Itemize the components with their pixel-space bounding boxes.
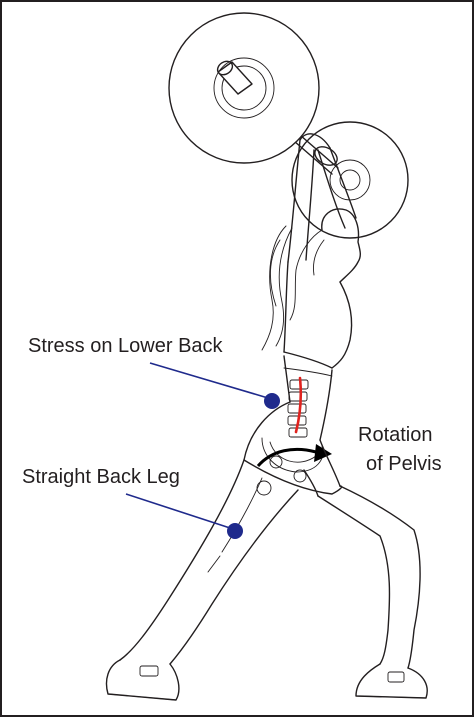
of-pelvis-label: of Pelvis: [366, 453, 442, 475]
back-shoe: [105, 659, 180, 701]
stress-pointer: [149, 362, 280, 409]
back-leg: [119, 459, 299, 665]
rotation-arrow: [256, 444, 332, 468]
arms: [287, 133, 357, 263]
straight-back-leg-label: Straight Back Leg: [22, 466, 180, 488]
front-leg: [317, 485, 421, 669]
spine-and-pelvis: [261, 379, 324, 483]
spine-highlight: [294, 376, 303, 434]
leg-marker: [227, 523, 243, 539]
front-barbell-plate: [168, 12, 320, 164]
head: [289, 208, 361, 321]
torso: [283, 261, 353, 441]
stress-lower-back-label: Stress on Lower Back: [28, 335, 223, 357]
rotation-label: Rotation: [358, 424, 433, 446]
stress-marker: [264, 393, 280, 409]
leg-pointer: [125, 493, 243, 539]
hair: [261, 225, 293, 351]
front-shoe: [355, 663, 428, 699]
